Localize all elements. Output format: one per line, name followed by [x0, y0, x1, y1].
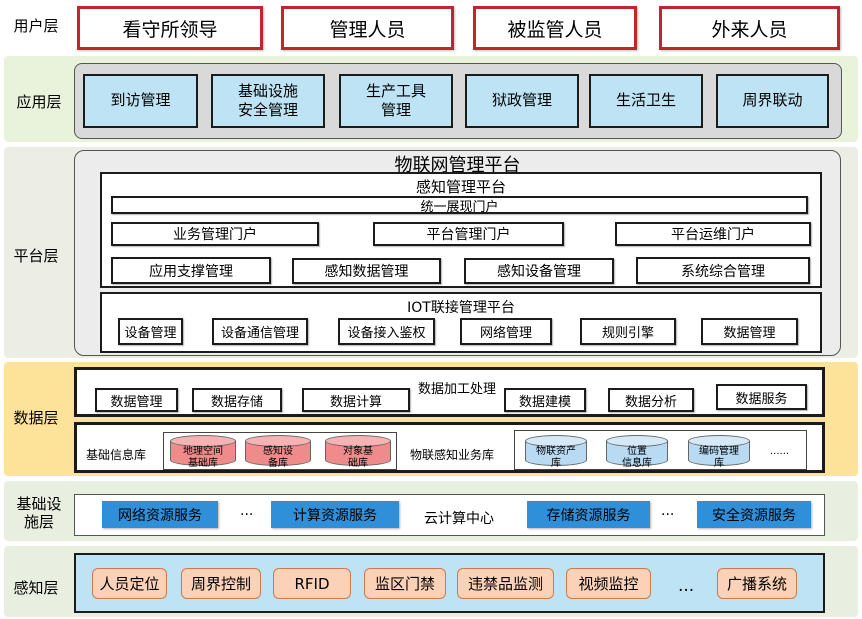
data-processing-item: 数据存储 [192, 388, 282, 412]
data-processing-item: 数据建模 [504, 388, 586, 412]
cloud-ellipsis: ... [240, 503, 254, 519]
unified-portal-bar: 统一展现门户 [111, 196, 808, 215]
app-module-line1: 生产工具 [365, 81, 426, 100]
basic-db-cylinder: 地理空间基础库 [170, 435, 236, 469]
iot-item-box: 数据管理 [701, 318, 798, 345]
cloud-ellipsis: ... [661, 503, 675, 519]
portal-box: 平台运维门户 [615, 222, 811, 246]
iot-connect-title: IOT联接管理平台 [407, 300, 515, 316]
data-processing-item: 数据管理 [95, 388, 178, 412]
data-processing-item: 数据计算 [302, 388, 410, 412]
app-module-line1: 基础设施 [237, 81, 298, 100]
app-module: 狱政管理 [465, 74, 579, 128]
business-db-cylinder-text: 编码管理库 [699, 446, 739, 469]
portal-box: 业务管理门户 [111, 222, 319, 246]
basic-db-cylinder: 对象基础库 [325, 435, 391, 469]
business-db-ellipsis: ...... [770, 446, 790, 457]
sense-layer-label: 感知层 [13, 579, 59, 597]
app-module: 周界联动 [716, 74, 829, 128]
user-layer-label: 用户层 [13, 17, 59, 35]
management-box: 感知设备管理 [464, 258, 614, 284]
app-module-line2: 管理 [380, 101, 411, 119]
sense-device-box: 人员定位 [92, 568, 167, 599]
iot-item-box: 网络管理 [460, 318, 552, 345]
platform-layer-label: 平台层 [13, 247, 59, 265]
data-layer-label: 数据层 [13, 409, 59, 427]
app-module-line1: 到访管理 [110, 91, 171, 110]
management-box: 感知数据管理 [292, 258, 441, 284]
sense-device-box: 视频监控 [566, 568, 651, 599]
data-processing-item: 数据分析 [608, 388, 694, 412]
cloud-service-box: 计算资源服务 [271, 501, 399, 528]
sense-ellipsis: ... [678, 576, 695, 596]
sense-device-box: 周界控制 [181, 568, 261, 599]
iot-item-box: 设备管理 [118, 318, 183, 345]
data-processing-title: 数据加工处理 [417, 382, 496, 397]
iot-platform-title: 物联网管理平台 [394, 155, 521, 176]
app-module: 生活卫生 [589, 74, 703, 128]
infra-layer-label-line2: 施层 [23, 513, 54, 531]
sense-device-box: RFID [273, 568, 351, 599]
business-db-label: 物联感知业务库 [410, 448, 495, 462]
iot-item-box: 设备通信管理 [212, 318, 308, 345]
business-db-cylinder: 物联资产库 [525, 435, 587, 469]
portal-box: 平台管理门户 [373, 222, 564, 246]
app-layer-container [74, 63, 842, 139]
business-db-cylinder-text: 物联资产库 [536, 446, 576, 469]
data-processing-item: 数据服务 [716, 384, 807, 410]
cloud-service-box: 安全资源服务 [697, 501, 811, 528]
app-module-line1: 生活卫生 [615, 91, 676, 110]
infra-layer-label-line1: 基础设 [16, 495, 62, 513]
management-box: 系统综合管理 [636, 257, 810, 284]
app-module-line1: 狱政管理 [491, 91, 552, 110]
iot-item-box: 设备接入鉴权 [338, 318, 435, 345]
cloud-service-box: 网络资源服务 [102, 501, 218, 528]
basic-db-label: 基础信息库 [86, 448, 147, 462]
user-role-box: 外来人员 [659, 6, 840, 50]
cloud-center-title: 云计算中心 [424, 511, 494, 527]
business-db-cylinder: 编码管理库 [688, 435, 750, 469]
sense-device-box: 违禁品监测 [457, 568, 554, 599]
sense-device-box: 广播系统 [717, 568, 797, 599]
basic-db-cylinder-text: 对象基础库 [343, 446, 373, 469]
iot-item-box: 规则引擎 [580, 318, 676, 345]
cloud-service-box: 存储资源服务 [527, 501, 650, 528]
business-db-cylinder-text: 位置信息库 [622, 446, 652, 469]
user-role-box: 看守所领导 [77, 6, 263, 50]
business-db-cylinder: 位置信息库 [606, 435, 668, 469]
app-module: 基础设施 安全管理 [211, 74, 325, 128]
sensing-platform-title: 感知管理平台 [415, 178, 506, 196]
user-role-box: 被监管人员 [473, 6, 637, 50]
basic-db-cylinder: 感知设备库 [245, 435, 311, 469]
infra-layer-label: 基础设 施层 [4, 492, 74, 534]
basic-db-cylinder-text: 感知设备库 [263, 446, 293, 469]
user-role-box: 管理人员 [281, 6, 454, 50]
app-module-line1: 周界联动 [742, 91, 803, 110]
app-module: 生产工具 管理 [339, 74, 453, 128]
sense-device-box: 监区门禁 [364, 568, 446, 599]
management-box: 应用支撑管理 [111, 257, 271, 284]
basic-db-cylinder-text: 地理空间基础库 [183, 446, 223, 469]
app-module: 到访管理 [83, 74, 198, 128]
app-module-line2: 安全管理 [237, 101, 298, 119]
app-layer-label: 应用层 [16, 93, 62, 111]
